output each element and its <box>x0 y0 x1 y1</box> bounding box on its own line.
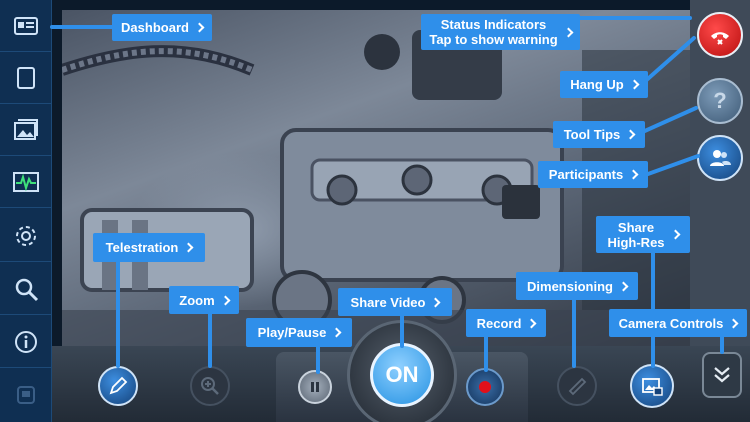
callout-record: Record <box>466 309 546 337</box>
chevron-right-icon <box>625 129 636 140</box>
callout-tool-tips: Tool Tips <box>553 121 645 148</box>
ruler-icon <box>568 377 587 396</box>
share-video-state: ON <box>385 362 419 387</box>
chevron-right-icon <box>183 242 194 253</box>
callout-dashboard: Dashboard <box>112 14 212 41</box>
dimensioning-button[interactable] <box>557 366 597 406</box>
callout-zoom: Zoom <box>169 286 239 314</box>
pause-icon <box>311 382 319 392</box>
gear-icon <box>16 225 36 246</box>
play-pause-button[interactable] <box>298 370 332 404</box>
chevron-right-icon <box>194 22 205 33</box>
search-icon <box>15 278 39 301</box>
gallery-icon <box>14 118 38 140</box>
double-chevron-down-icon <box>714 367 730 383</box>
call-controls-strip: ? <box>690 0 750 346</box>
callout-participants: Participants <box>538 161 648 188</box>
sidebar-item-search[interactable] <box>0 263 52 315</box>
callout-share-video: Share Video <box>338 288 452 316</box>
chevron-right-icon <box>563 27 574 37</box>
pencil-icon <box>109 376 128 395</box>
callout-camera-controls: Camera Controls <box>609 309 747 337</box>
dashboard-card-icon <box>14 16 38 35</box>
hang-up-button[interactable] <box>697 12 743 58</box>
callout-hang-up: Hang Up <box>560 71 648 98</box>
question-mark-icon: ? <box>713 88 727 113</box>
sidebar-item-dashboard[interactable] <box>0 0 52 52</box>
sidebar-item-book[interactable] <box>0 52 52 104</box>
record-dot-icon <box>479 381 491 393</box>
chevron-right-icon <box>728 318 739 328</box>
chevron-right-icon <box>629 79 640 90</box>
info-icon <box>15 330 37 353</box>
storage-icon <box>17 386 35 404</box>
tool-tips-button[interactable]: ? <box>697 78 743 124</box>
sidebar-item-gallery[interactable] <box>0 104 52 156</box>
chevron-right-icon <box>220 295 231 305</box>
sidebar-item-info[interactable] <box>0 316 52 368</box>
sidebar-item-settings[interactable] <box>0 210 52 262</box>
sidebar-item-waveform[interactable] <box>0 156 52 208</box>
zoom-in-icon <box>201 377 219 395</box>
chevron-right-icon <box>618 281 629 291</box>
waveform-icon <box>13 171 39 192</box>
chevron-right-icon <box>331 327 342 338</box>
callout-play-pause: Play/Pause <box>246 318 352 347</box>
chevron-right-icon <box>526 318 537 328</box>
chevron-right-icon <box>670 229 680 240</box>
book-icon <box>17 66 35 89</box>
callout-telestration: Telestration <box>93 233 205 262</box>
sidebar <box>0 0 52 422</box>
share-high-res-button[interactable] <box>630 364 674 408</box>
high-res-image-icon <box>642 378 663 396</box>
record-button[interactable] <box>466 368 504 406</box>
participants-icon <box>710 150 731 166</box>
chevron-right-icon <box>628 169 639 180</box>
phone-hangup-icon <box>711 32 729 45</box>
chevron-right-icon <box>431 297 441 307</box>
callout-dimensioning: Dimensioning <box>516 272 638 300</box>
camera-controls-button[interactable] <box>702 352 742 398</box>
sidebar-item-storage[interactable] <box>0 369 52 421</box>
